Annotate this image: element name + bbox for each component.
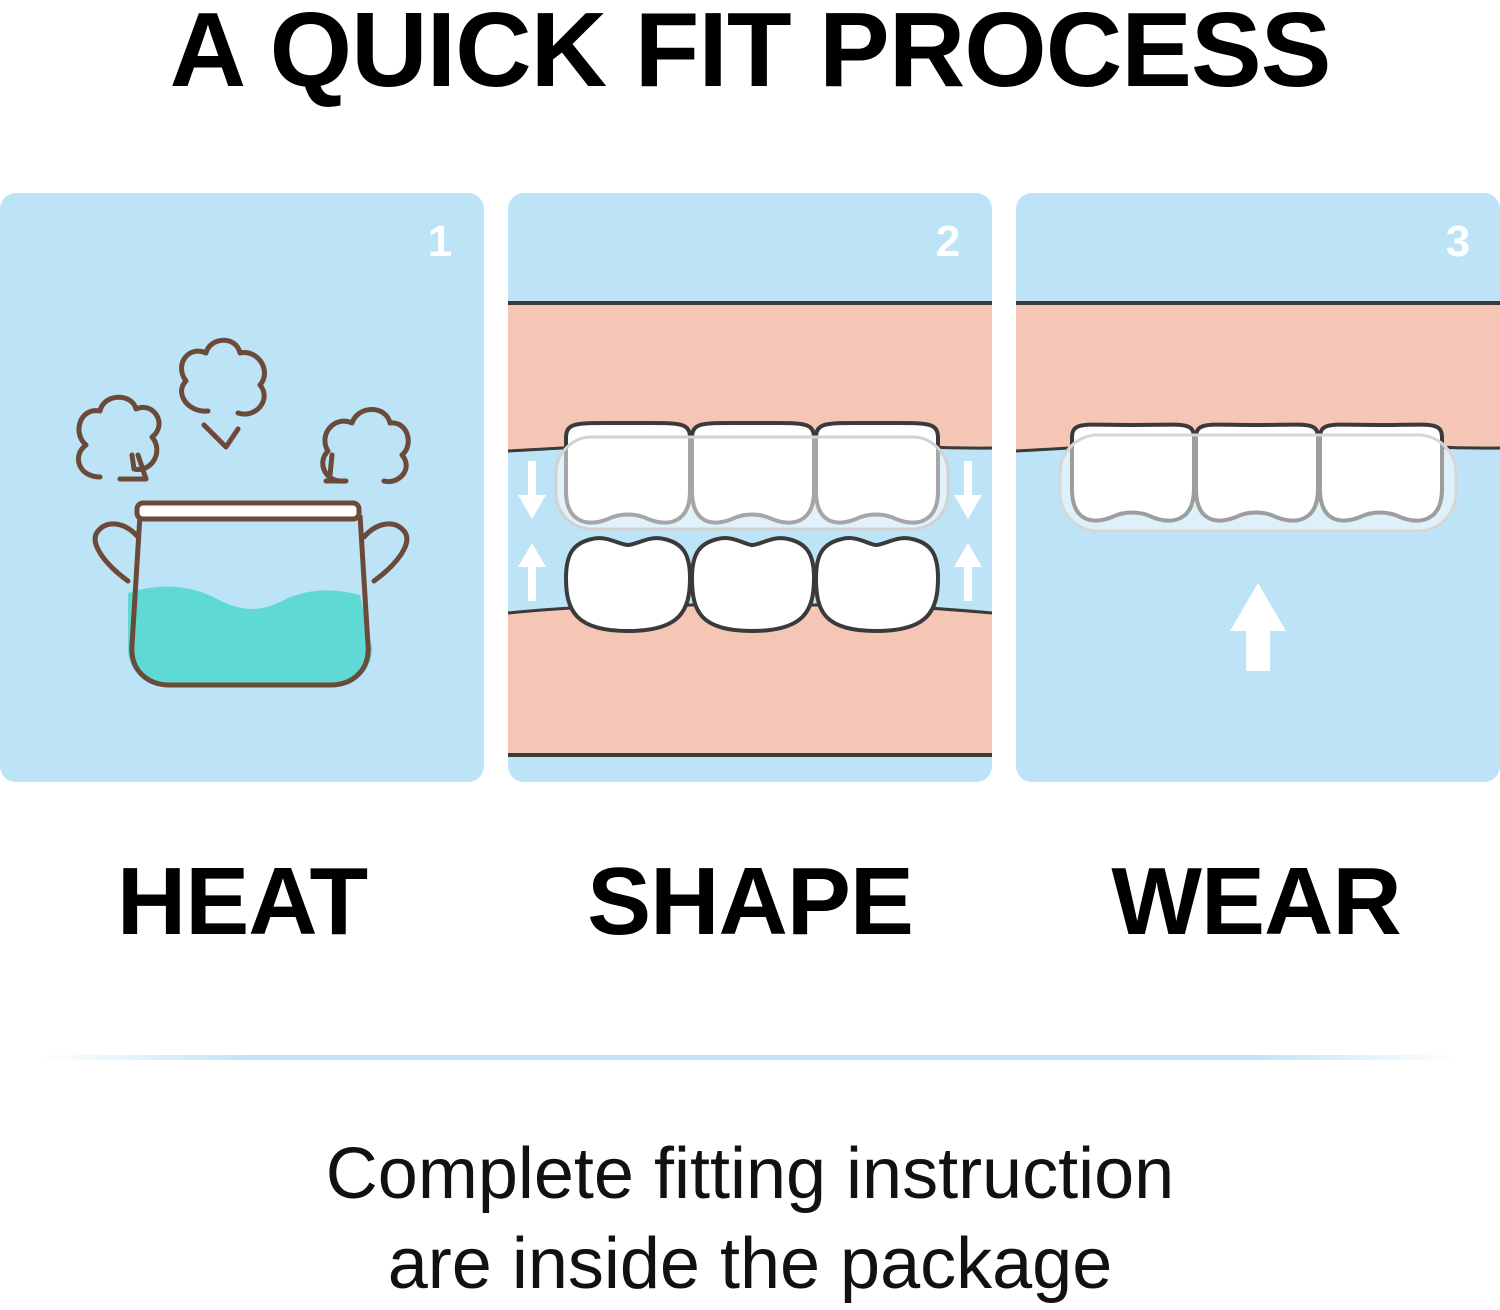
up-arrow-icon <box>1230 583 1286 671</box>
divider <box>40 1055 1460 1060</box>
step-3-card <box>1016 193 1500 782</box>
step-1-card <box>0 193 484 782</box>
step-3-number: 3 <box>1445 217 1471 266</box>
tray-on-teeth-icon <box>1016 301 1500 671</box>
step-2-number: 2 <box>935 217 961 266</box>
step-1-label: HEAT <box>116 848 368 955</box>
teeth-bite-icon <box>508 301 992 757</box>
footer-line-1: Complete fitting instruction <box>325 1134 1175 1214</box>
page-title: A QUICK FIT PROCESS <box>169 0 1332 109</box>
footer-line-2: are inside the package <box>387 1224 1113 1304</box>
step-2-card <box>508 193 992 782</box>
step-3-label: WEAR <box>1111 848 1401 955</box>
water-shape <box>128 586 372 685</box>
step-1-number: 1 <box>427 217 453 266</box>
boiling-pot-icon <box>75 337 411 688</box>
step-2-label: SHAPE <box>587 848 914 955</box>
